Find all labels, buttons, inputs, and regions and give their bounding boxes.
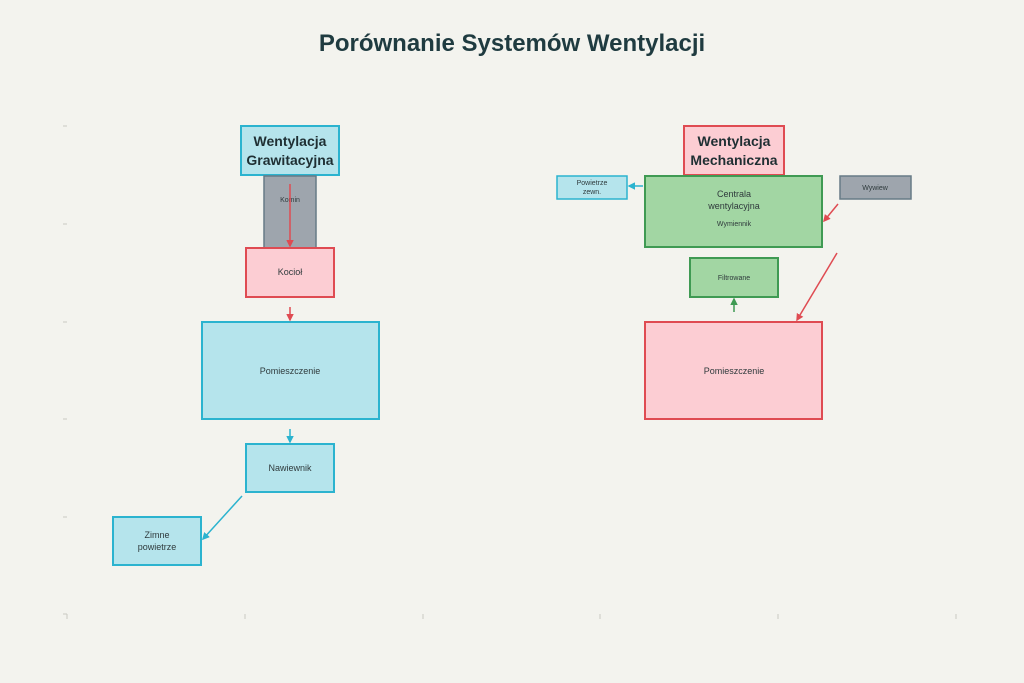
boiler-box: Kocioł bbox=[245, 247, 335, 298]
filtered-label: Filtrowane bbox=[718, 275, 750, 282]
mechanical-header: Wentylacja Mechaniczna bbox=[683, 125, 785, 176]
mechanical-room-box: Pomieszczenie bbox=[644, 321, 823, 420]
outside-air-line2: zewn. bbox=[583, 189, 601, 196]
outside-air-line1: Powietrze bbox=[577, 180, 608, 187]
outside-air-box: Powietrze zewn. bbox=[556, 175, 628, 200]
unit-line2: wentylacyjna bbox=[707, 201, 760, 211]
gravity-room-box: Pomieszczenie bbox=[201, 321, 380, 420]
cold-air-line1: Zimne bbox=[144, 530, 169, 540]
exhaust-label: Wywiew bbox=[862, 185, 889, 192]
arrow-to-mechanical-room bbox=[796, 252, 838, 322]
mechanical-ventilation: Wentylacja Mechaniczna Centrala wentylac… bbox=[556, 125, 912, 420]
diagram-title: Porównanie Systemów Wentylacji bbox=[319, 30, 705, 57]
gravity-ventilation: Wentylacja Grawitacyjna Komin Kocioł Pom… bbox=[112, 125, 380, 566]
inlet-box: Nawiewnik bbox=[245, 443, 335, 493]
axis-ticks bbox=[63, 125, 957, 619]
gravity-header: Wentylacja Grawitacyjna bbox=[240, 125, 340, 176]
inlet-label: Nawiewnik bbox=[268, 463, 312, 473]
arrow-inlet-to-cold-air bbox=[201, 495, 243, 541]
air-handling-unit-box: Centrala wentylacyjna Wymiennik bbox=[644, 175, 823, 248]
arrow-exhaust-to-unit bbox=[823, 203, 839, 223]
unit-line1: Centrala bbox=[717, 189, 751, 199]
gravity-room-label: Pomieszczenie bbox=[260, 366, 321, 376]
boiler-label: Kocioł bbox=[278, 267, 303, 277]
cold-air-box: Zimne powietrze bbox=[112, 516, 202, 566]
mechanical-header-line2: Mechaniczna bbox=[690, 152, 777, 168]
gravity-header-line1: Wentylacja bbox=[254, 133, 327, 149]
cold-air-line2: powietrze bbox=[138, 542, 177, 552]
exchanger-label: Wymiennik bbox=[717, 221, 752, 228]
filtered-box: Filtrowane bbox=[689, 257, 779, 298]
gravity-header-line2: Grawitacyjna bbox=[246, 152, 333, 168]
mechanical-room-label: Pomieszczenie bbox=[704, 366, 765, 376]
exhaust-box: Wywiew bbox=[839, 175, 912, 200]
mechanical-header-line1: Wentylacja bbox=[698, 133, 771, 149]
